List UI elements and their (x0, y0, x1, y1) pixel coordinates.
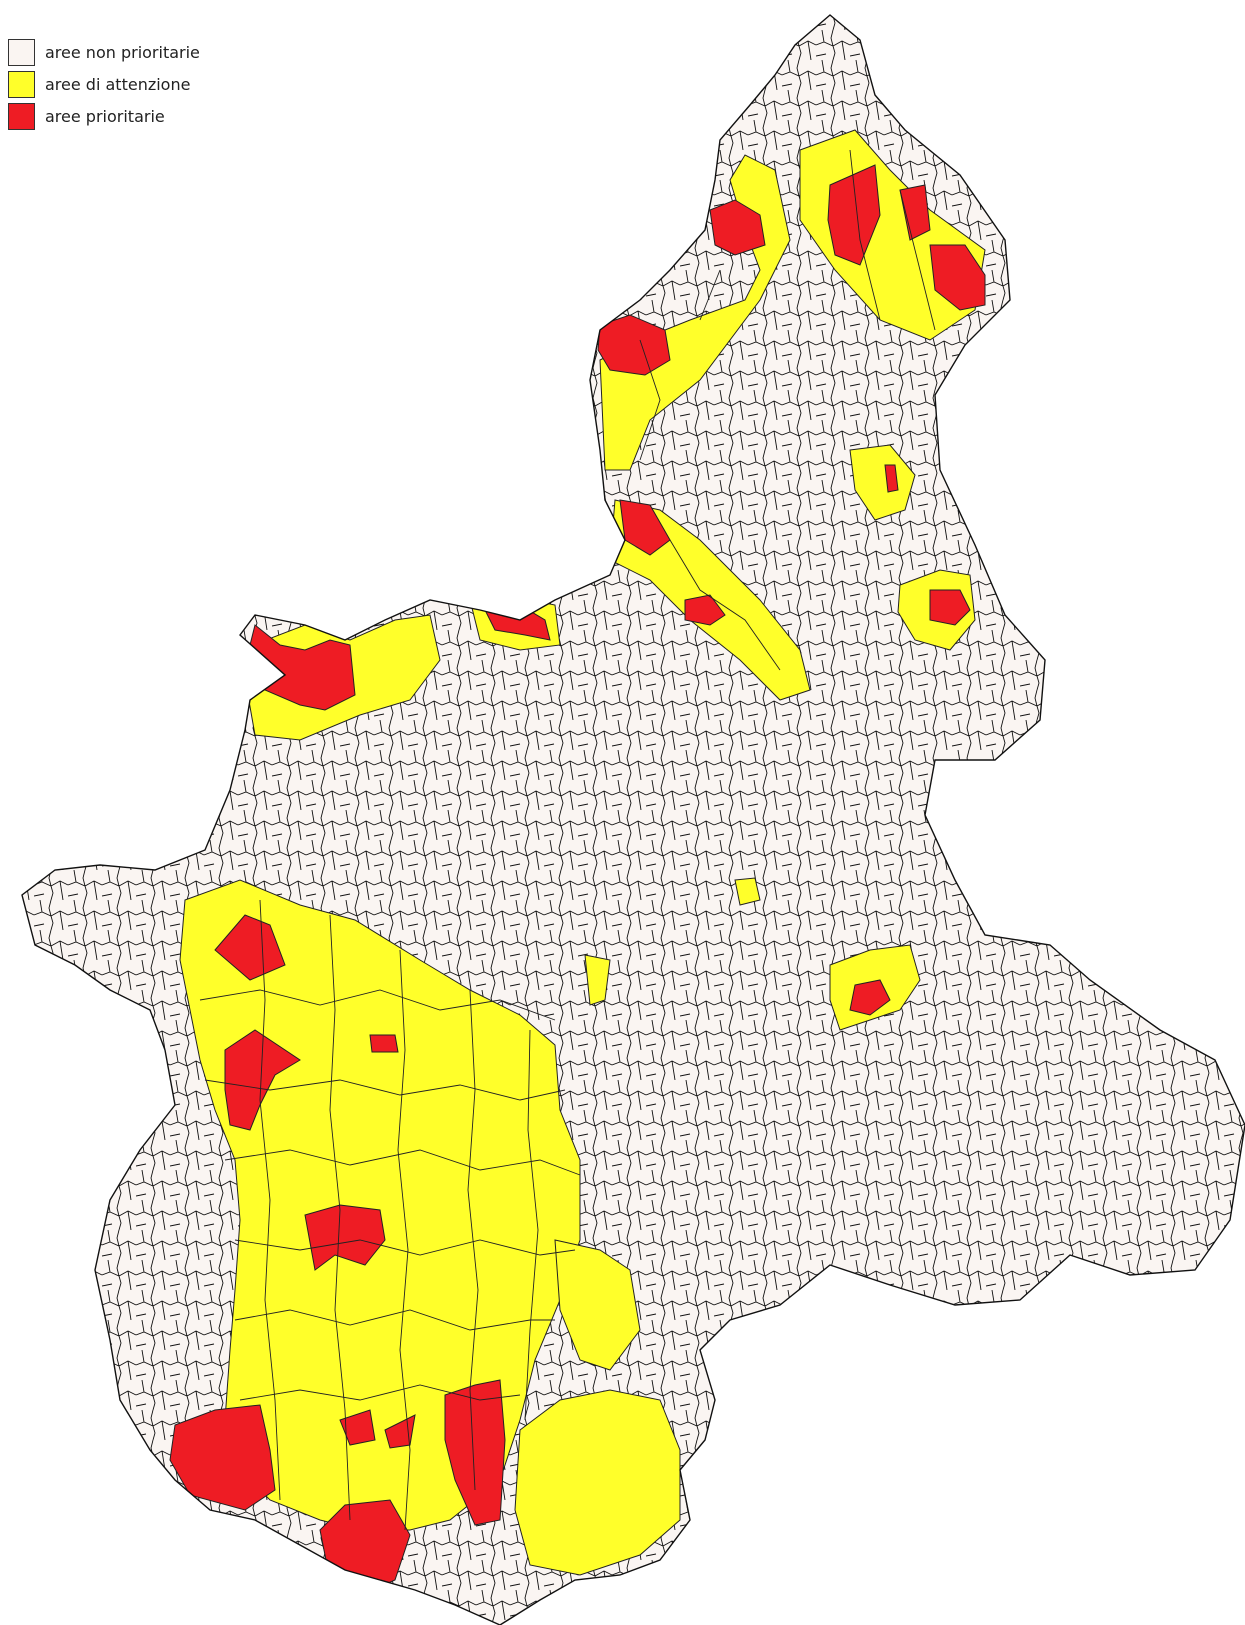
legend-item-priority: aree prioritarie (8, 100, 200, 132)
legend-item-attention: aree di attenzione (8, 68, 200, 100)
legend-label-attention: aree di attenzione (45, 74, 191, 94)
legend-label-priority: aree prioritarie (45, 106, 165, 126)
priority-areas (169, 164, 986, 1596)
legend-swatch-non-priority (8, 38, 35, 66)
legend-label-non-priority: aree non prioritarie (45, 42, 200, 62)
legend-swatch-attention (8, 70, 35, 98)
map-legend: aree non prioritarie aree di attenzione … (8, 36, 200, 132)
legend-swatch-priority (8, 102, 35, 130)
legend-item-non-priority: aree non prioritarie (8, 36, 200, 68)
